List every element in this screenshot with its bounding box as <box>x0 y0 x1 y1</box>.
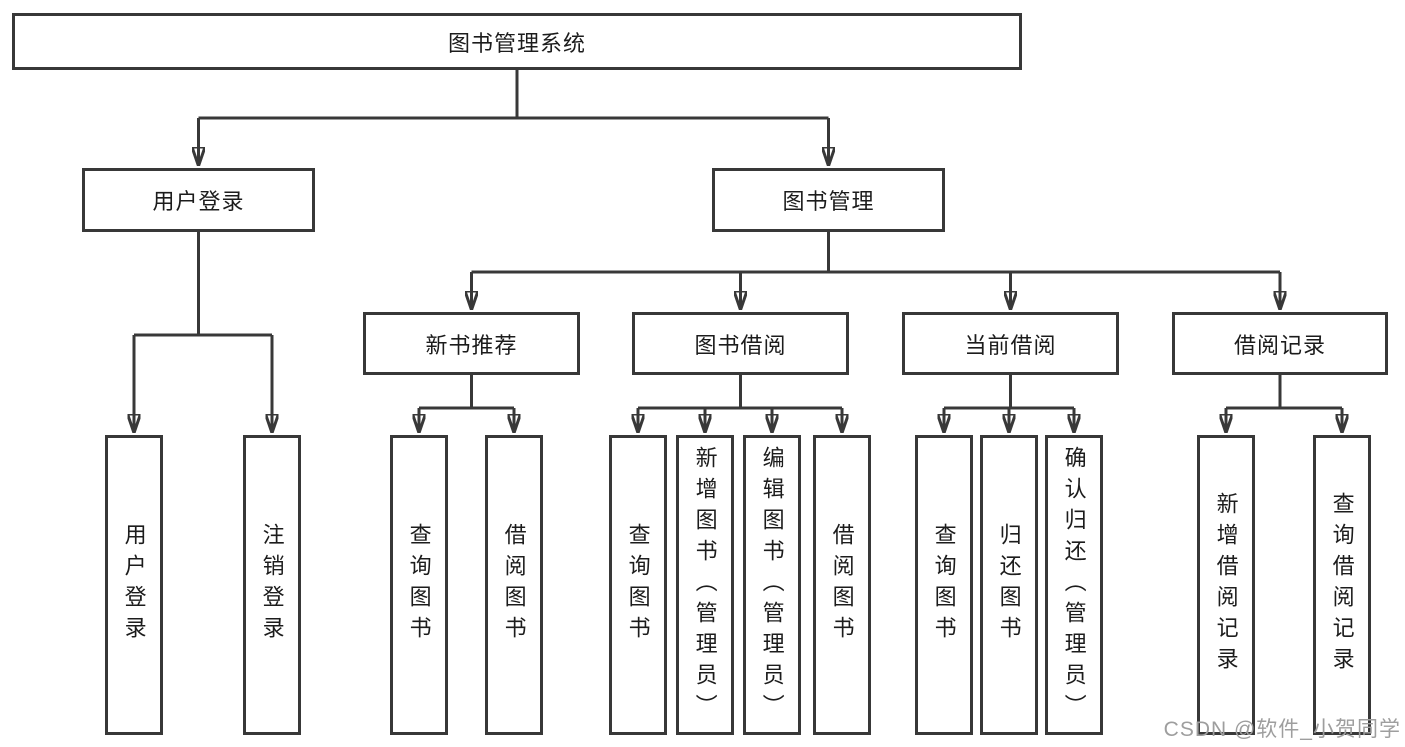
leaf-label: 查询图书 <box>406 523 432 647</box>
node-label: 用户登录 <box>152 189 245 214</box>
leaf-label: 借阅图书 <box>501 523 527 647</box>
leaf-user-login: 用户登录 <box>105 435 163 735</box>
leaf-label: 查询图书 <box>625 523 651 647</box>
leaf-label: 注销登录 <box>259 523 285 647</box>
leaf-borrow-books-borrowing: 借阅图书 <box>813 435 871 735</box>
node-book-borrowing: 图书借阅 <box>632 312 849 375</box>
node-label: 新书推荐 <box>425 332 518 358</box>
node-borrowing-records: 借阅记录 <box>1172 312 1388 375</box>
leaf-label: 用户登录 <box>121 523 147 647</box>
node-label: 当前借阅 <box>964 332 1057 358</box>
leaf-label: 新增借阅记录 <box>1213 492 1239 678</box>
leaf-query-borrow-record: 查询借阅记录 <box>1313 435 1371 735</box>
leaf-add-borrow-record: 新增借阅记录 <box>1197 435 1255 735</box>
leaf-add-book-admin: 新增图书（管理员） <box>676 435 734 735</box>
node-library-management-system: 图书管理系统 <box>12 13 1022 70</box>
csdn-watermark: CSDN @软件_小贺同学 <box>1163 718 1401 741</box>
node-book-management: 图书管理 <box>712 168 945 232</box>
node-user-login: 用户登录 <box>82 168 315 232</box>
node-label: 图书借阅 <box>694 332 787 358</box>
leaf-logout: 注销登录 <box>243 435 301 735</box>
node-label: 借阅记录 <box>1233 332 1326 358</box>
leaf-borrow-books-recommend: 借阅图书 <box>485 435 543 735</box>
node-current-borrowing: 当前借阅 <box>902 312 1119 375</box>
leaf-confirm-return-admin: 确认归还（管理员） <box>1045 435 1103 735</box>
leaf-edit-book-admin: 编辑图书（管理员） <box>743 435 801 735</box>
leaf-label: 归还图书 <box>996 523 1022 647</box>
leaf-label: 查询图书 <box>931 523 957 647</box>
leaf-query-books-recommend: 查询图书 <box>390 435 448 735</box>
node-label: 图书管理系统 <box>447 30 586 56</box>
leaf-query-books-current: 查询图书 <box>915 435 973 735</box>
node-new-book-recommend: 新书推荐 <box>363 312 580 375</box>
leaf-label: 借阅图书 <box>829 523 855 647</box>
leaf-query-books-borrowing: 查询图书 <box>609 435 667 735</box>
leaf-label: 查询借阅记录 <box>1329 492 1355 678</box>
leaf-return-book: 归还图书 <box>980 435 1038 735</box>
node-label: 图书管理 <box>782 189 875 214</box>
leaf-label: 新增图书（管理员） <box>692 445 718 725</box>
leaf-label: 编辑图书（管理员） <box>759 445 785 725</box>
leaf-label: 确认归还（管理员） <box>1061 445 1087 725</box>
